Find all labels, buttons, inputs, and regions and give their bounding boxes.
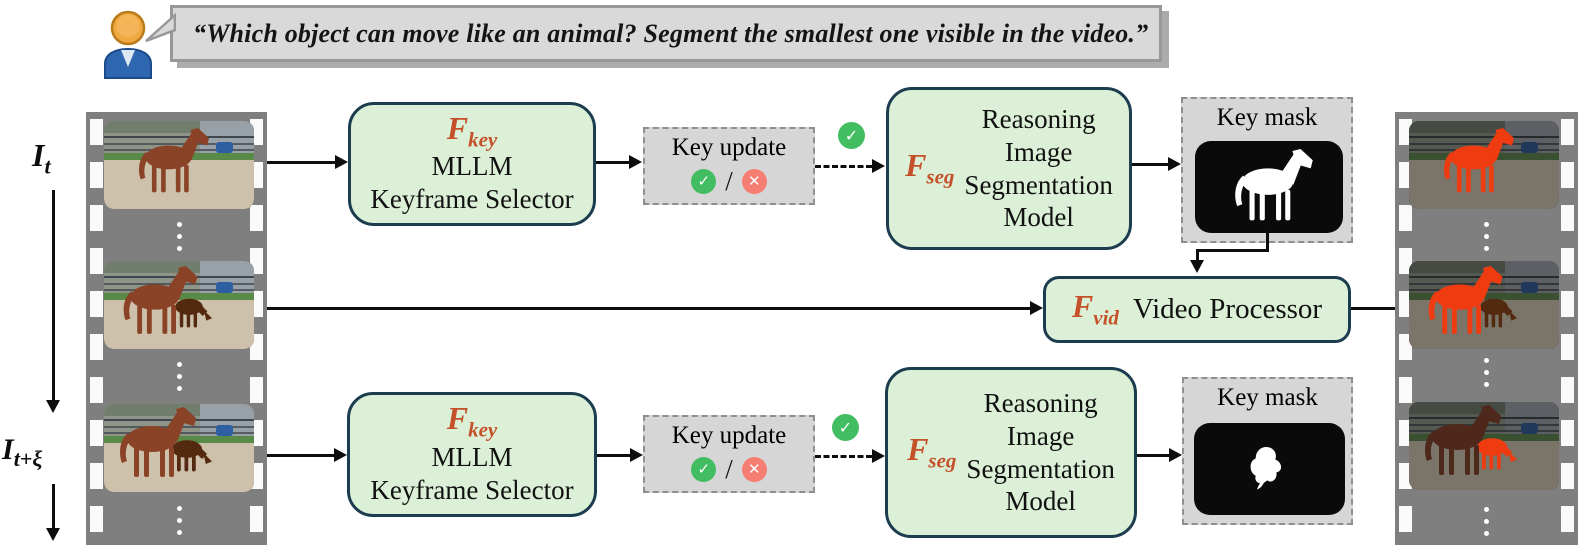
mask-to-vid-connector: [1266, 231, 1269, 252]
segmentation-model-label: Reasoning Image Segmentation Model: [966, 387, 1115, 517]
check-icon: ✓: [691, 456, 717, 482]
speech-bubble-tail: [145, 13, 176, 43]
time-arrow-top: [46, 190, 60, 413]
key-mask-image-foal: [1194, 423, 1345, 515]
segmentation-model-label: Reasoning Image Segmentation Model: [964, 103, 1113, 233]
key-mask-image-horse: [1195, 141, 1343, 233]
key-mask-title: Key mask: [1216, 104, 1318, 131]
arrow-vid-to-output: [1351, 301, 1408, 315]
video-processor-box: Fvid Video Processor: [1043, 276, 1351, 343]
ellipsis-dots: [1482, 222, 1490, 251]
segmentation-model-box-top: Fseg Reasoning Image Segmentation Model: [886, 87, 1132, 250]
key-mask-box-bottom: Key mask: [1182, 377, 1353, 525]
input-frame-1: [104, 121, 254, 209]
cross-icon: ✕: [741, 168, 767, 194]
fseg-symbol: Fseg: [907, 431, 957, 473]
arrow-frames-to-vid: [267, 301, 1043, 315]
fkey-symbol: Fkey: [446, 400, 498, 442]
mask-to-vid-arrow: [1190, 249, 1204, 273]
output-frame-1: [1409, 121, 1559, 209]
film-sprocket-holes: [1399, 119, 1412, 540]
arrow-frame-to-fkey-bottom: [267, 448, 347, 462]
key-mask-box-top: Key mask: [1181, 97, 1353, 243]
keyframe-selector-line2: Keyframe Selector: [370, 474, 574, 505]
arrow-fseg-to-mask-top: [1132, 157, 1181, 171]
arrow-fkey-to-keyupdate-top: [596, 155, 642, 169]
film-sprocket-holes: [90, 119, 103, 540]
keyframe-selector-line1: MLLM: [431, 441, 513, 472]
fkey-symbol: Fkey: [446, 109, 498, 152]
key-mask-title: Key mask: [1217, 384, 1318, 411]
time-arrow-bottom: [46, 484, 60, 541]
key-update-box-bottom: Key update ✓ / ✕: [643, 415, 815, 493]
arrow-fseg-to-mask-bottom: [1137, 448, 1182, 462]
arrow-frame-to-fkey-top: [267, 155, 348, 169]
segmentation-model-box-bottom: Fseg Reasoning Image Segmentation Model: [885, 367, 1137, 538]
user-query-text: “Which object can move like an animal? S…: [193, 18, 1149, 48]
output-frame-2: [1409, 261, 1559, 349]
key-update-separator: /: [725, 165, 733, 196]
user-icon: [104, 10, 152, 79]
speech-bubble: “Which object can move like an animal? S…: [170, 5, 1162, 62]
dashed-arrow-keyupdate-to-fseg-bottom: [815, 449, 885, 463]
film-sprocket-holes: [1561, 119, 1574, 540]
check-icon: ✓: [838, 122, 865, 149]
key-update-title: Key update: [671, 422, 787, 449]
mask-to-vid-connector: [1196, 249, 1269, 252]
key-update-box-top: Key update ✓ / ✕: [643, 127, 815, 205]
dashed-arrow-keyupdate-to-fseg-top: [815, 159, 885, 173]
ellipsis-dots: [175, 362, 183, 391]
frame-label-It-xi: It+ξ: [2, 433, 43, 471]
ellipsis-dots: [175, 506, 183, 535]
cross-icon: ✕: [741, 456, 767, 482]
input-frame-2: [104, 261, 254, 349]
check-icon: ✓: [832, 414, 859, 441]
keyframe-selector-line1: MLLM: [431, 151, 513, 182]
input-frame-3: [104, 404, 254, 492]
check-icon: ✓: [691, 168, 717, 194]
keyframe-selector-line2: Keyframe Selector: [370, 184, 574, 215]
ellipsis-dots: [1482, 358, 1490, 387]
frame-label-It: It: [32, 137, 51, 179]
ellipsis-dots: [175, 222, 183, 251]
video-processor-label: Video Processor: [1132, 292, 1323, 325]
keyframe-selector-box-bottom: Fkey MLLM Keyframe Selector: [347, 392, 597, 517]
keyframe-selector-box-top: Fkey MLLM Keyframe Selector: [348, 102, 596, 226]
arrow-fkey-to-keyupdate-bottom: [597, 448, 643, 462]
output-frame-3: [1409, 402, 1559, 490]
key-update-separator: /: [725, 453, 733, 484]
key-update-title: Key update: [671, 134, 787, 161]
fseg-symbol: Fseg: [905, 147, 955, 189]
fvid-symbol: Fvid: [1071, 288, 1119, 330]
ellipsis-dots: [1482, 507, 1490, 536]
